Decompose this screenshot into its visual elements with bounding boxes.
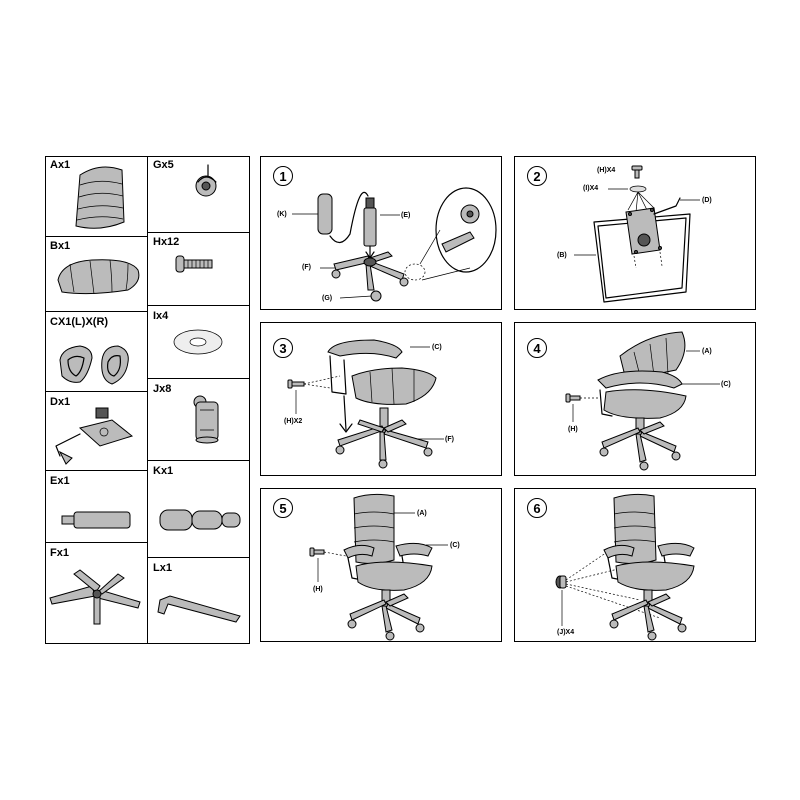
callout-c: (C): [721, 381, 731, 388]
bolt-icon: [175, 255, 213, 273]
caster-icon: [599, 447, 681, 471]
callout-h: (H): [313, 586, 323, 593]
cap-icon: [193, 395, 219, 444]
seat-mechanism-icon: [625, 197, 681, 255]
star-base-icon: [611, 589, 683, 633]
star-base-icon: [337, 407, 429, 461]
part-label-h: Hx12: [153, 236, 180, 248]
parts-divider: [45, 391, 147, 392]
armrest-pair-icon: [597, 370, 687, 419]
caster-icon: [195, 164, 217, 197]
allen-key-icon: [157, 595, 241, 623]
callout-d: (D): [702, 197, 712, 204]
callout-e: (E): [401, 212, 411, 219]
step-3-panel: [260, 322, 502, 476]
parts-divider: [45, 470, 147, 471]
part-label-f: Fx1: [50, 547, 69, 559]
parts-divider: [147, 232, 250, 233]
callout-h-x2: (H)X2: [284, 418, 303, 425]
caster-icon: [609, 619, 687, 641]
part-label-c: CX1(L)X(R): [50, 316, 109, 328]
part-label-g: Gx5: [153, 159, 174, 171]
seat-cushion-icon: [593, 213, 691, 303]
cylinder-cover-icon: [159, 509, 241, 531]
armrest-pair-icon: [327, 339, 437, 405]
seat-mechanism-icon: [55, 407, 134, 465]
cylinder-cover-icon: [317, 193, 333, 235]
gas-lift-icon: [61, 511, 131, 529]
step-4-number: 4: [527, 338, 547, 358]
step-2-number: 2: [527, 166, 547, 186]
bolt-icon: [631, 165, 643, 179]
parts-divider: [147, 460, 250, 461]
caster-icon: [347, 619, 425, 641]
callout-c: (C): [432, 344, 442, 351]
step-4-panel: [514, 322, 756, 476]
callout-i-x4: (I)X4: [583, 185, 599, 192]
bolt-icon: [309, 547, 325, 557]
parts-divider: [45, 236, 147, 237]
parts-divider: [45, 311, 147, 312]
step-3-number: 3: [273, 338, 293, 358]
step-6-number: 6: [527, 498, 547, 518]
caster-icon: [335, 445, 433, 469]
armrest-pair-icon: [59, 345, 129, 385]
step-5-panel: [260, 488, 502, 642]
part-label-i: Ix4: [153, 310, 169, 322]
callout-b: (B): [557, 252, 567, 259]
callout-h: (H): [568, 426, 578, 433]
parts-divider-vertical: [147, 156, 148, 644]
armrest-pair-icon: [603, 542, 695, 583]
backrest-icon: [75, 166, 125, 229]
cap-icon: [555, 575, 567, 589]
part-label-k: Kx1: [153, 465, 174, 477]
part-label-e: Ex1: [50, 475, 70, 487]
star-base-icon: [49, 569, 141, 625]
step-6-panel: [514, 488, 756, 642]
part-label-j: Jx8: [153, 383, 172, 395]
caster-icon: [331, 269, 409, 302]
part-label-d: Dx1: [50, 396, 71, 408]
seat-cushion-icon: [57, 259, 140, 295]
callout-f: (F): [302, 264, 311, 271]
callout-h-x4: (H)X4: [597, 167, 616, 174]
parts-divider: [147, 557, 250, 558]
part-label-b: Bx1: [50, 240, 71, 252]
callout-a: (A): [417, 510, 427, 517]
part-label-a: Ax1: [50, 159, 71, 171]
step-1-number: 1: [273, 166, 293, 186]
callout-a: (A): [702, 348, 712, 355]
step-1-panel: [260, 156, 502, 310]
step-5-number: 5: [273, 498, 293, 518]
callout-j-x4: (J)X4: [557, 629, 575, 636]
part-label-l: Lx1: [153, 562, 172, 574]
callout-f: (F): [445, 436, 454, 443]
callout-g: (G): [322, 295, 333, 302]
step-2-panel: [514, 156, 756, 310]
callout-k: (K): [277, 211, 287, 218]
parts-divider: [45, 542, 147, 543]
parts-divider: [147, 305, 250, 306]
star-base-icon: [349, 589, 421, 633]
callout-c: (C): [450, 542, 460, 549]
parts-divider: [147, 378, 250, 379]
washer-icon: [173, 329, 223, 355]
